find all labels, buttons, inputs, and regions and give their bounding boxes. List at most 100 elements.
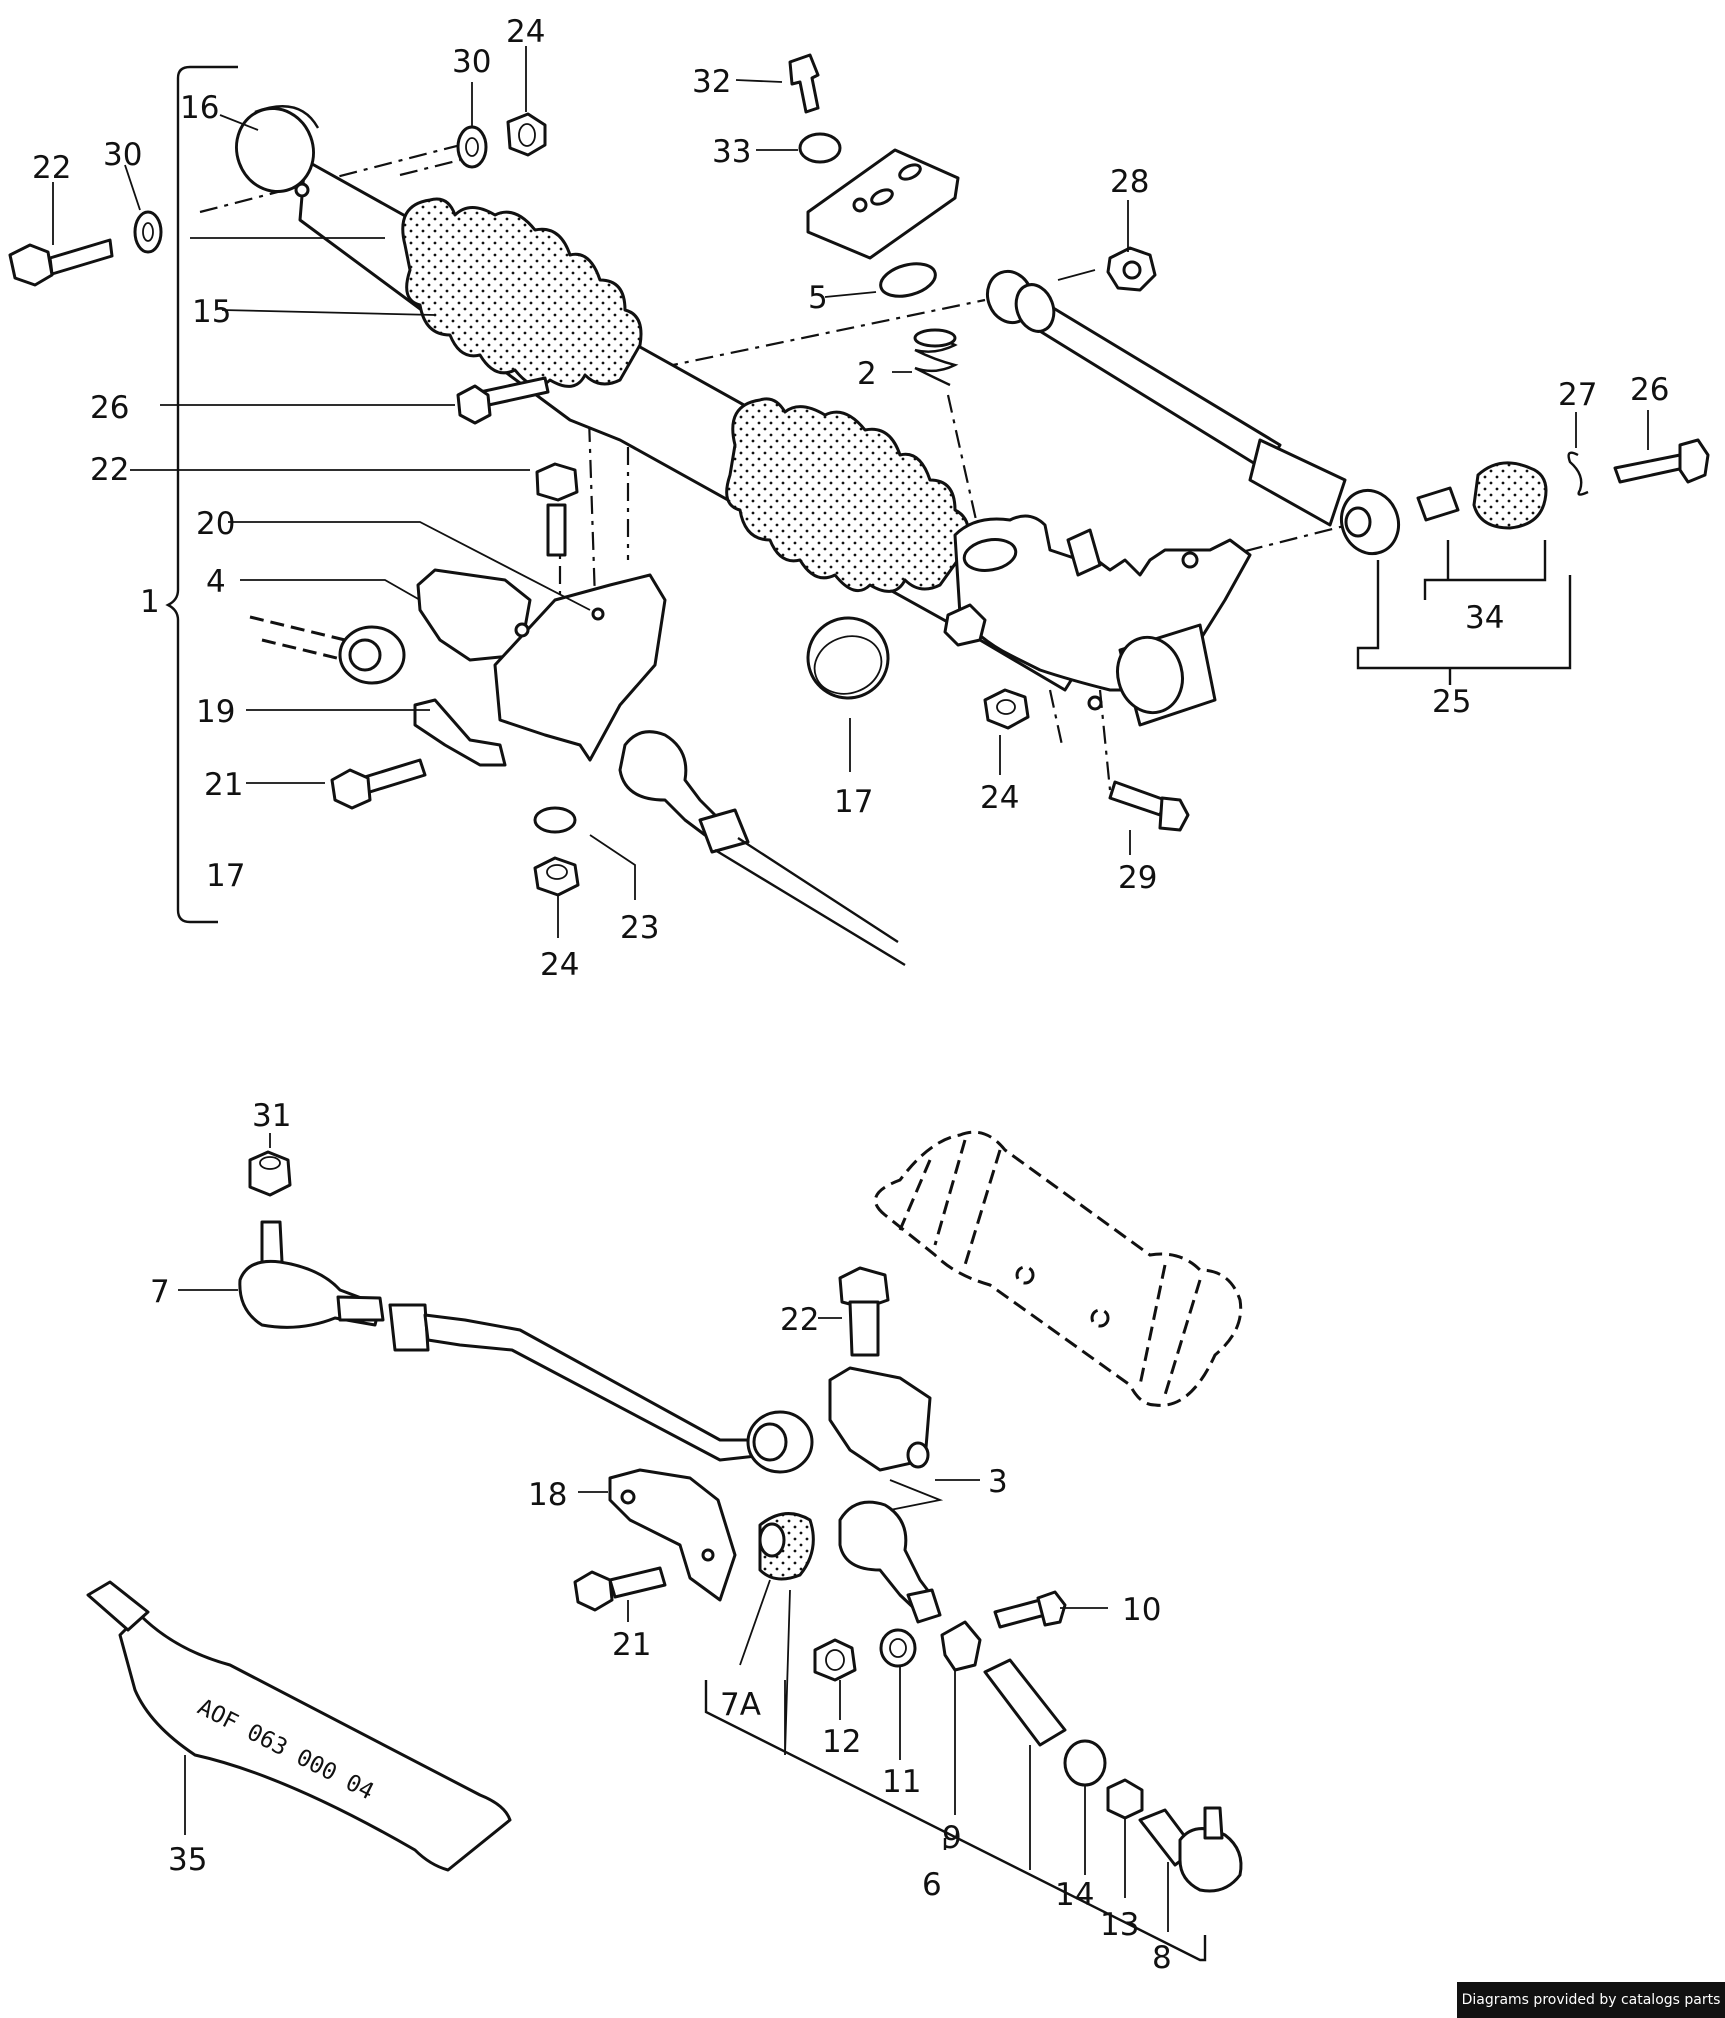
callout-10: 10 <box>1122 1592 1161 1628</box>
washer-30-left-hole <box>142 222 154 242</box>
hose-clamp-inner <box>813 635 883 695</box>
tie-rod-end-8-stud <box>1203 1806 1224 1840</box>
nut-12 <box>813 1638 857 1682</box>
washer-30-left <box>133 210 163 254</box>
callout-35: 35 <box>168 1842 207 1878</box>
axis-line-main <box>199 138 481 214</box>
callout-33: 33 <box>712 134 751 170</box>
callout-4: 4 <box>206 564 226 600</box>
callout-11: 11 <box>882 1764 921 1800</box>
callout-22-left: 22 <box>32 150 71 186</box>
plate-hole-3 <box>898 163 922 181</box>
lock-washer-33 <box>798 132 842 164</box>
o-ring <box>879 262 937 298</box>
callout-20: 20 <box>196 506 235 542</box>
bolt-26-left <box>478 376 550 408</box>
callout-30-top: 30 <box>452 44 491 80</box>
adjusting-sleeve <box>983 1658 1067 1747</box>
nut-28-hole <box>1122 260 1142 280</box>
plate-hole-1 <box>852 197 868 213</box>
upper-tie-rod-sleeve <box>1248 438 1347 527</box>
tie-rod-sleeve <box>336 1295 385 1322</box>
bolt-22-vertical-head <box>535 462 579 502</box>
callout-19: 19 <box>196 694 235 730</box>
axis-line-29 <box>1098 689 1112 791</box>
bolt-22-left <box>48 238 114 276</box>
axis-line-spring <box>946 394 987 561</box>
end-cap-clip <box>254 105 320 129</box>
nut-24-top-hole <box>518 123 536 147</box>
credit-banner: Diagrams provided by catalogs parts <box>1457 1982 1725 2018</box>
washer-30-top <box>456 125 488 169</box>
callout-7a: 7A <box>720 1687 761 1723</box>
mount-hole-lower <box>1087 695 1103 711</box>
mount-hole-left <box>294 182 310 198</box>
hose-clamp <box>806 616 890 700</box>
callout-23: 23 <box>620 910 659 946</box>
bolt-32 <box>788 53 820 114</box>
callout-15: 15 <box>192 294 231 330</box>
bolt-10 <box>993 1598 1047 1629</box>
lower-tie-rod-shaft <box>714 836 906 967</box>
tie-rod-adjuster <box>388 1303 430 1352</box>
clamp-9 <box>940 1620 982 1672</box>
nut-24-lower-hole <box>546 864 568 880</box>
callout-28: 28 <box>1110 164 1149 200</box>
lock-washer-11-hole <box>889 1638 907 1658</box>
bracket-18-hole-1 <box>620 1489 636 1505</box>
callout-8: 8 <box>1152 1940 1172 1976</box>
bracket-6 <box>704 1680 1207 1962</box>
lock-washer-11 <box>879 1628 917 1668</box>
mounting-bracket <box>493 573 667 762</box>
bolt-10-head <box>1036 1590 1067 1627</box>
callout-1: 1 <box>140 584 160 620</box>
tie-rod-eye-bushing-hole <box>752 1422 788 1462</box>
bracket-18-hole-2 <box>701 1548 715 1562</box>
callout-14: 14 <box>1055 1877 1094 1913</box>
rubber-boot-left <box>401 197 643 388</box>
callout-16: 16 <box>180 90 219 126</box>
callout-29: 29 <box>1118 860 1157 896</box>
nut-24-top <box>506 112 547 157</box>
callout-17-left: 17 <box>206 858 245 894</box>
axis-line-washer <box>399 158 461 177</box>
tie-rod-eye-piece <box>838 1500 937 1614</box>
axis-line-tierod <box>1209 523 1349 562</box>
ghost-boot-ridges <box>898 1139 1202 1396</box>
callout-labels: 16 30 24 22 30 15 26 22 20 4 1 19 21 17 … <box>32 14 1669 1976</box>
callout-24-top: 24 <box>506 14 545 50</box>
nut-24-right <box>983 688 1030 730</box>
bracket-hole-1 <box>514 622 530 638</box>
bolt-22-left-head <box>8 243 54 287</box>
nut-24-right-hole <box>996 699 1016 715</box>
stabilizer-bushing-hole <box>348 638 382 672</box>
mounting-bracket-18 <box>608 1468 737 1602</box>
callout-2: 2 <box>857 356 877 392</box>
ghost-hole-1 <box>1015 1265 1035 1285</box>
bolt-22-bottom-head <box>838 1266 890 1310</box>
leader-lines <box>52 46 1649 1932</box>
bracket-hole-2 <box>591 607 605 621</box>
clamp-strap <box>413 698 507 767</box>
nut-24-lower <box>533 856 580 897</box>
bolt-26-right-head <box>1678 438 1710 484</box>
retaining-clip <box>1567 451 1589 496</box>
bolt-29 <box>1108 780 1167 817</box>
lower-tie-rod-clamp <box>698 808 750 854</box>
callout-22-bottom: 22 <box>780 1302 819 1338</box>
callout-26-right: 26 <box>1630 372 1669 408</box>
callout-21-bottom: 21 <box>612 1627 651 1663</box>
callout-17-right: 17 <box>834 784 873 820</box>
washer-23 <box>533 806 577 834</box>
bolt-26-left-head <box>456 384 492 425</box>
callout-34: 34 <box>1465 600 1504 636</box>
callout-32: 32 <box>692 64 731 100</box>
bolt-21-bottom <box>608 1566 667 1599</box>
callout-24-right: 24 <box>980 780 1019 816</box>
callout-30-left: 30 <box>103 137 142 173</box>
pinion-shaft <box>1066 528 1102 577</box>
callout-24-bottom: 24 <box>540 947 579 983</box>
bolt-22-bottom-shaft <box>848 1300 880 1357</box>
callout-21-top: 21 <box>204 767 243 803</box>
